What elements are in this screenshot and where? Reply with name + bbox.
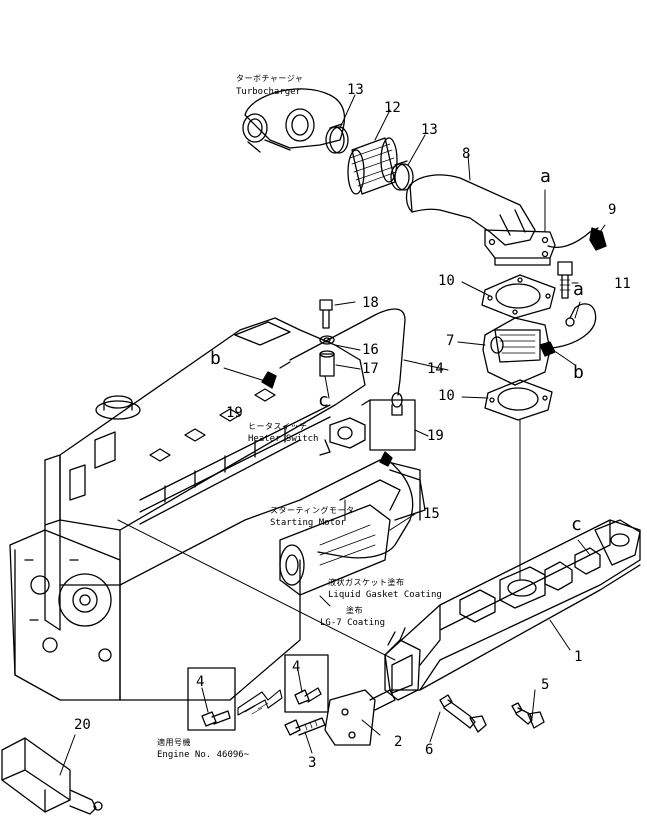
hose-12	[347, 137, 398, 195]
ref-letter-b-left: b	[210, 348, 221, 369]
engine-block	[9, 317, 421, 701]
direction-arrow	[237, 689, 283, 716]
bolt-3	[284, 717, 326, 736]
part-number-13-upper: 13	[347, 82, 364, 98]
part-number-14: 14	[427, 361, 444, 377]
part-number-8: 8	[462, 146, 471, 162]
part-number-6: 6	[425, 742, 434, 758]
liquid-gasket-label-jp: 液状ガスケット塗布	[328, 578, 405, 587]
sensor-9	[547, 227, 607, 251]
part-number-3: 3	[308, 755, 317, 771]
part-number-18: 18	[362, 295, 379, 311]
ref-letter-c-left: c	[318, 390, 329, 411]
turbocharger-label: Turbocharger	[236, 87, 302, 97]
turbocharger-label-jp: ターボチャージャ	[236, 74, 304, 83]
washer-16	[319, 335, 335, 345]
leader-lines	[59, 94, 606, 776]
part-number-4-right: 4	[292, 659, 301, 675]
ref-letter-a-upper: a	[540, 166, 551, 187]
starting-motor-label-jp: スターティングモータ	[270, 506, 355, 515]
ref-letter-b-right: b	[573, 362, 584, 383]
wire-15	[317, 451, 414, 559]
intake-manifold-1	[384, 519, 641, 701]
part-number-5: 5	[541, 677, 550, 693]
part-number-10-lower: 10	[438, 388, 455, 404]
heater-switch	[319, 417, 366, 456]
gasket-10-upper	[481, 274, 556, 319]
part-number-16: 16	[362, 342, 379, 358]
bolt-18	[319, 299, 333, 329]
lg7-label-jp: 塗布	[346, 606, 363, 615]
ref-letter-a-lower: a	[573, 279, 584, 300]
heater-switch-label-jp: ヒータスイッチ	[248, 422, 308, 431]
ref-letter-c-right: c	[571, 514, 582, 535]
heater-switch-label: Heater Switch	[248, 434, 319, 444]
starting-motor	[279, 469, 426, 596]
part-number-17: 17	[362, 361, 379, 377]
part-number-4-left: 4	[196, 674, 205, 690]
bolt-11	[557, 261, 573, 299]
turbocharger-drawing	[242, 88, 346, 153]
part-number-13-lower: 13	[421, 122, 438, 138]
spacer-17	[319, 350, 335, 377]
wire-14	[279, 308, 406, 416]
part-number-12: 12	[384, 100, 401, 116]
part-number-1: 1	[574, 649, 583, 665]
part-number-10-upper: 10	[438, 273, 455, 289]
part-number-15: 15	[423, 506, 440, 522]
gasket-10-lower	[484, 379, 553, 421]
part-number-9: 9	[608, 202, 617, 218]
part-number-7: 7	[446, 333, 455, 349]
starting-motor-label: Starting Motor	[270, 518, 346, 528]
part-number-19-right: 19	[427, 428, 444, 444]
bolt-6	[439, 694, 487, 733]
lg7-label: LG-7 Coating	[320, 618, 386, 628]
bolt-5	[511, 702, 545, 729]
liquid-gasket-label: Liquid Gasket Coating	[328, 590, 442, 600]
heater-housing-7	[482, 303, 597, 386]
part-number-20: 20	[74, 717, 91, 733]
engine-no-label: Engine No. 46096~	[157, 750, 250, 760]
heater-relay-19	[261, 371, 416, 451]
hose-clamp-13-upper	[325, 123, 349, 154]
part-number-11: 11	[614, 276, 631, 292]
elbow-pipe-8	[405, 174, 556, 266]
bolt-4-box-left	[187, 667, 236, 731]
bracket-2	[324, 689, 396, 746]
tool-20	[1, 737, 103, 815]
part-number-19-left: 19	[226, 405, 243, 421]
part-number-2: 2	[394, 734, 403, 750]
engine-no-label-jp: 適用号機	[157, 738, 191, 747]
